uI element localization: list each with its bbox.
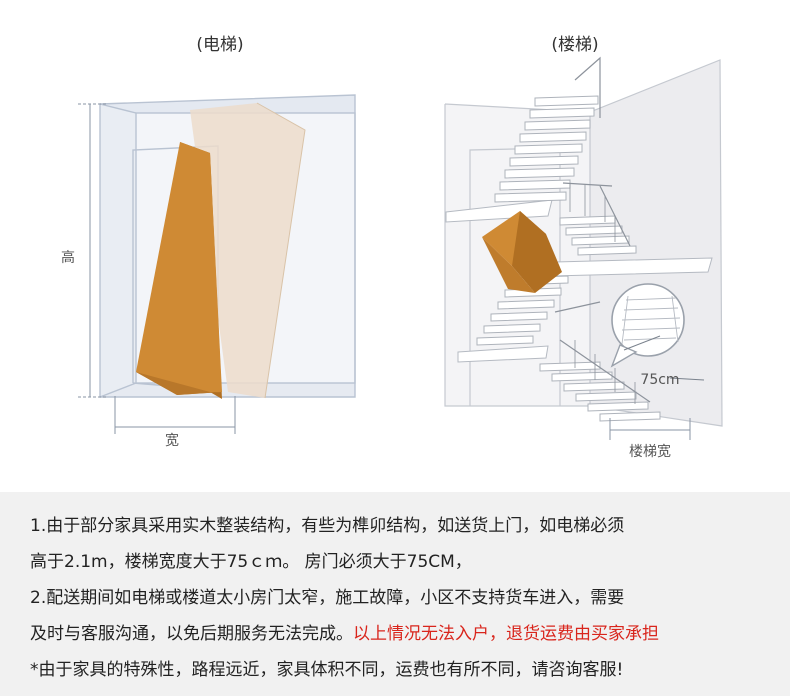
delivery-diagram: (电梯) xyxy=(61,35,723,460)
stairs-title: (楼梯) xyxy=(551,35,598,55)
note-line-4: 及时与客服沟通，以免后期服务无法完成。以上情况无法入户，退货运费由买家承担 xyxy=(30,616,790,652)
note-line-3: 2.配送期间如电梯或楼道太小房门太窄，施工故障，小区不支持货车进入，需要 xyxy=(30,588,625,608)
elevator-illustration xyxy=(78,94,356,434)
width-label: 宽 xyxy=(165,432,179,449)
gap-75cm-label: 75cm xyxy=(640,372,679,388)
note-line-5: *由于家具的特殊性，路程远近，家具体积不同，运费也有所不同，请咨询客服! xyxy=(30,660,624,680)
return-shipping-warning: 以上情况无法入户，退货运费由买家承担 xyxy=(353,624,659,644)
height-label: 高 xyxy=(61,249,75,266)
elevator-title: (电梯) xyxy=(196,35,243,55)
note-line-1: 1.由于部分家具采用实木整装结构，有些为榫卯结构，如送货上门，如电梯必须 xyxy=(30,516,625,536)
delivery-notes: 1.由于部分家具采用实木整装结构，有些为榫卯结构，如送货上门，如电梯必须 高于2… xyxy=(0,492,790,696)
stair-width-label: 楼梯宽 xyxy=(629,443,671,460)
stairs-illustration xyxy=(444,56,723,440)
note-line-2: 高于2.1m，楼梯宽度大于75ｃｍ。 房门必须大于75CM， xyxy=(30,552,472,572)
note-line-4-text: 及时与客服沟通，以免后期服务无法完成。 xyxy=(30,624,353,644)
